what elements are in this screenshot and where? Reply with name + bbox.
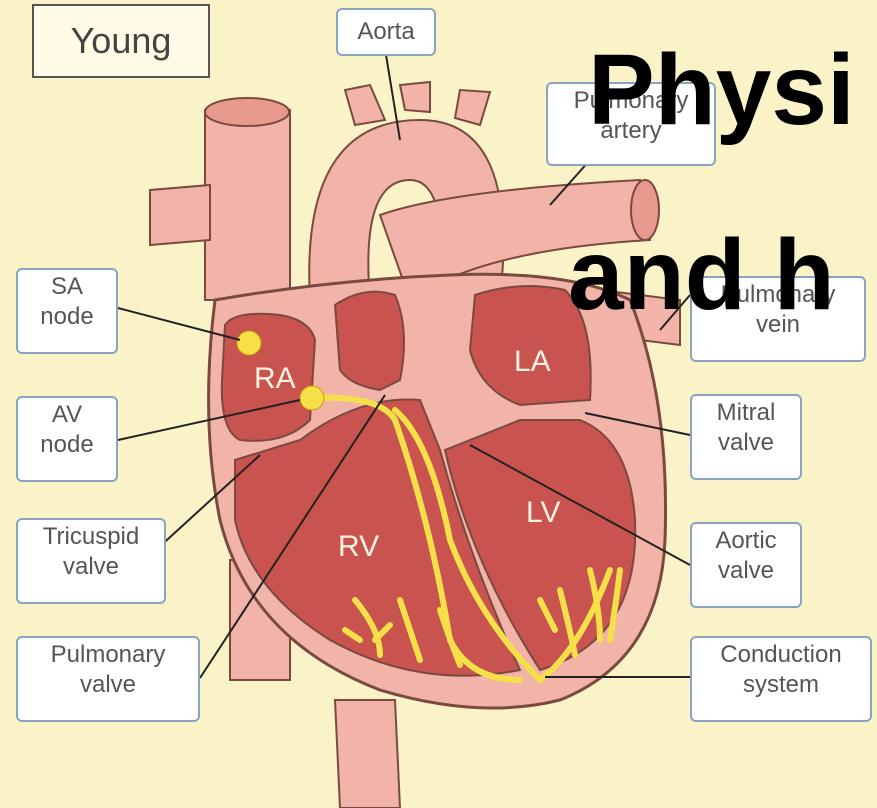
chamber-label-rv: RV: [338, 530, 379, 564]
label-aortic-valve-line2: valve: [692, 556, 800, 586]
label-mitral-valve-line1: Mitral: [692, 398, 800, 428]
label-av-node-line2: node: [18, 430, 116, 460]
label-av-node-line1: AV: [18, 400, 116, 430]
label-sa-node-line2: node: [18, 302, 116, 332]
label-aortic-valve: Aortic valve: [690, 522, 802, 608]
descending-aorta: [335, 700, 400, 808]
chamber-label-lv: LV: [526, 496, 560, 530]
label-pulmonary-valve-line2: valve: [18, 670, 198, 700]
sa-node-dot: [237, 331, 261, 355]
superior-vena-cava: [205, 103, 290, 301]
left-branch-vessel: [150, 185, 210, 245]
label-av-node: AV node: [16, 396, 118, 482]
aortic-branch-3: [455, 90, 490, 125]
label-tricuspid-valve-line2: valve: [18, 552, 164, 582]
label-aortic-valve-line1: Aortic: [692, 526, 800, 556]
superior-vena-cava-opening: [205, 98, 289, 126]
label-tricuspid-valve-line1: Tricuspid: [18, 522, 164, 552]
slide-title-line2: and h: [568, 225, 835, 325]
label-pulmonary-valve-line1: Pulmonary: [18, 640, 198, 670]
label-conduction-system-line1: Conduction: [692, 640, 870, 670]
label-conduction-system: Conduction system: [690, 636, 872, 722]
pulmonary-outflow-shape: [335, 292, 404, 390]
aortic-branch-2: [400, 82, 430, 112]
label-sa-node-line1: SA: [18, 272, 116, 302]
label-mitral-valve-line2: valve: [692, 428, 800, 458]
age-tag: Young: [32, 4, 210, 78]
slide-title-line1: Physi: [588, 40, 855, 140]
label-sa-node: SA node: [16, 268, 118, 354]
label-tricuspid-valve: Tricuspid valve: [16, 518, 166, 604]
label-conduction-system-line2: system: [692, 670, 870, 700]
label-aorta: Aorta: [336, 8, 436, 56]
label-mitral-valve: Mitral valve: [690, 394, 802, 480]
av-node-dot: [300, 386, 324, 410]
chamber-label-la: LA: [514, 345, 551, 379]
label-pulmonary-valve: Pulmonary valve: [16, 636, 200, 722]
label-aorta-line1: Aorta: [338, 12, 434, 52]
chamber-label-ra: RA: [254, 362, 296, 396]
aortic-branch-1: [345, 85, 385, 125]
